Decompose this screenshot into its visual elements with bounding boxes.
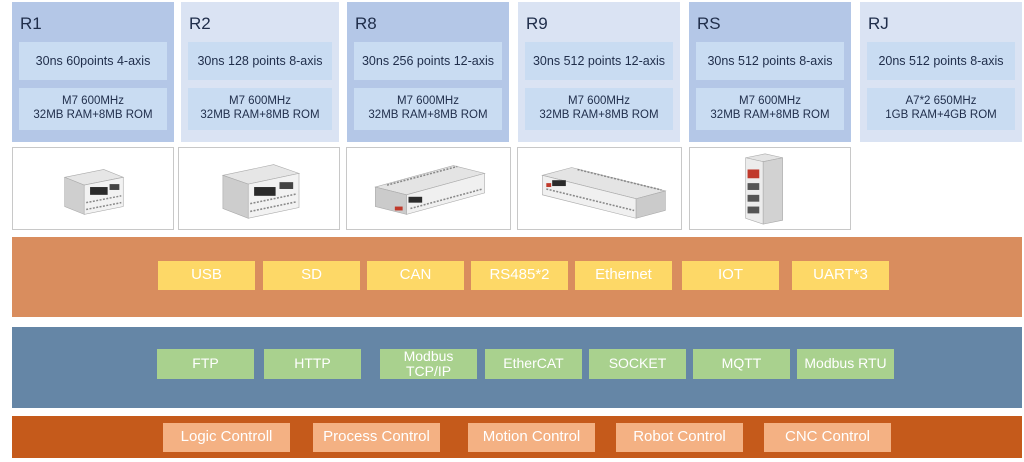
protocol-ethercat: EtherCAT bbox=[485, 349, 582, 379]
interface-sd: SD bbox=[263, 261, 360, 290]
application-robot-control: Robot Control bbox=[616, 423, 743, 452]
controller-name: R1 bbox=[20, 14, 42, 33]
controller-cpu: A7*2 650MHz bbox=[905, 95, 977, 108]
plc-long-icon bbox=[541, 167, 667, 219]
protocol-modbus-rtu: Modbus RTU bbox=[797, 349, 894, 379]
interface-iot: IOT bbox=[682, 261, 779, 290]
photo-r1 bbox=[12, 147, 174, 230]
photo-r2 bbox=[178, 147, 340, 230]
controller-performance: 30ns 128 points 8-axis bbox=[188, 42, 332, 80]
plc-medium-icon bbox=[221, 164, 301, 219]
controller-cpu: M7 600MHz bbox=[568, 95, 630, 108]
interface-rs485: RS485*2 bbox=[471, 261, 568, 290]
plc-long-icon bbox=[374, 165, 486, 215]
controller-memory: 1GB RAM+4GB ROM bbox=[885, 109, 997, 121]
plc-compact-icon bbox=[63, 169, 125, 215]
photo-r8 bbox=[346, 147, 511, 230]
controller-performance: 30ns 512 points 8-axis bbox=[696, 42, 844, 80]
protocol-mqtt: MQTT bbox=[693, 349, 790, 379]
controller-memory: 32MB RAM+8MB ROM bbox=[200, 109, 320, 121]
controller-name: R8 bbox=[355, 14, 377, 33]
controller-cpu: M7 600MHz bbox=[229, 95, 291, 108]
controller-cpu: M7 600MHz bbox=[739, 95, 801, 108]
applications-band: Logic Controll Process Control Motion Co… bbox=[12, 416, 1022, 458]
application-logic-control: Logic Controll bbox=[163, 423, 290, 452]
photo-rs bbox=[689, 147, 851, 230]
interface-usb: USB bbox=[158, 261, 255, 290]
controller-cpu: M7 600MHz bbox=[62, 95, 124, 108]
protocol-socket: SOCKET bbox=[589, 349, 686, 379]
controller-memory: 32MB RAM+8MB ROM bbox=[368, 109, 488, 121]
controller-performance: 30ns 60points 4-axis bbox=[19, 42, 167, 80]
plc-slim-icon bbox=[745, 153, 783, 225]
controller-name: R9 bbox=[526, 14, 548, 33]
controller-performance: 30ns 512 points 12-axis bbox=[525, 42, 673, 80]
controller-memory: 32MB RAM+8MB ROM bbox=[710, 109, 830, 121]
application-process-control: Process Control bbox=[313, 423, 440, 452]
application-motion-control: Motion Control bbox=[468, 423, 595, 452]
controller-performance: 30ns 256 points 12-axis bbox=[354, 42, 502, 80]
application-cnc-control: CNC Control bbox=[764, 423, 891, 452]
protocol-http: HTTP bbox=[264, 349, 361, 379]
controller-name: RS bbox=[697, 14, 721, 33]
controller-performance: 20ns 512 points 8-axis bbox=[867, 42, 1015, 80]
interface-uart: UART*3 bbox=[792, 261, 889, 290]
photo-r9 bbox=[517, 147, 682, 230]
controller-memory: 32MB RAM+8MB ROM bbox=[33, 109, 153, 121]
controller-name: RJ bbox=[868, 14, 889, 33]
interface-can: CAN bbox=[367, 261, 464, 290]
hardware-interfaces-band: USB SD CAN RS485*2 Ethernet IOT UART*3 bbox=[12, 237, 1022, 317]
interface-ethernet: Ethernet bbox=[575, 261, 672, 290]
controller-memory: 32MB RAM+8MB ROM bbox=[539, 109, 659, 121]
protocol-ftp: FTP bbox=[157, 349, 254, 379]
protocols-band: FTP HTTP Modbus TCP/IP EtherCAT SOCKET M… bbox=[12, 327, 1022, 408]
controller-cpu: M7 600MHz bbox=[397, 95, 459, 108]
protocol-modbus-tcp: Modbus TCP/IP bbox=[380, 348, 477, 379]
controller-name: R2 bbox=[189, 14, 211, 33]
